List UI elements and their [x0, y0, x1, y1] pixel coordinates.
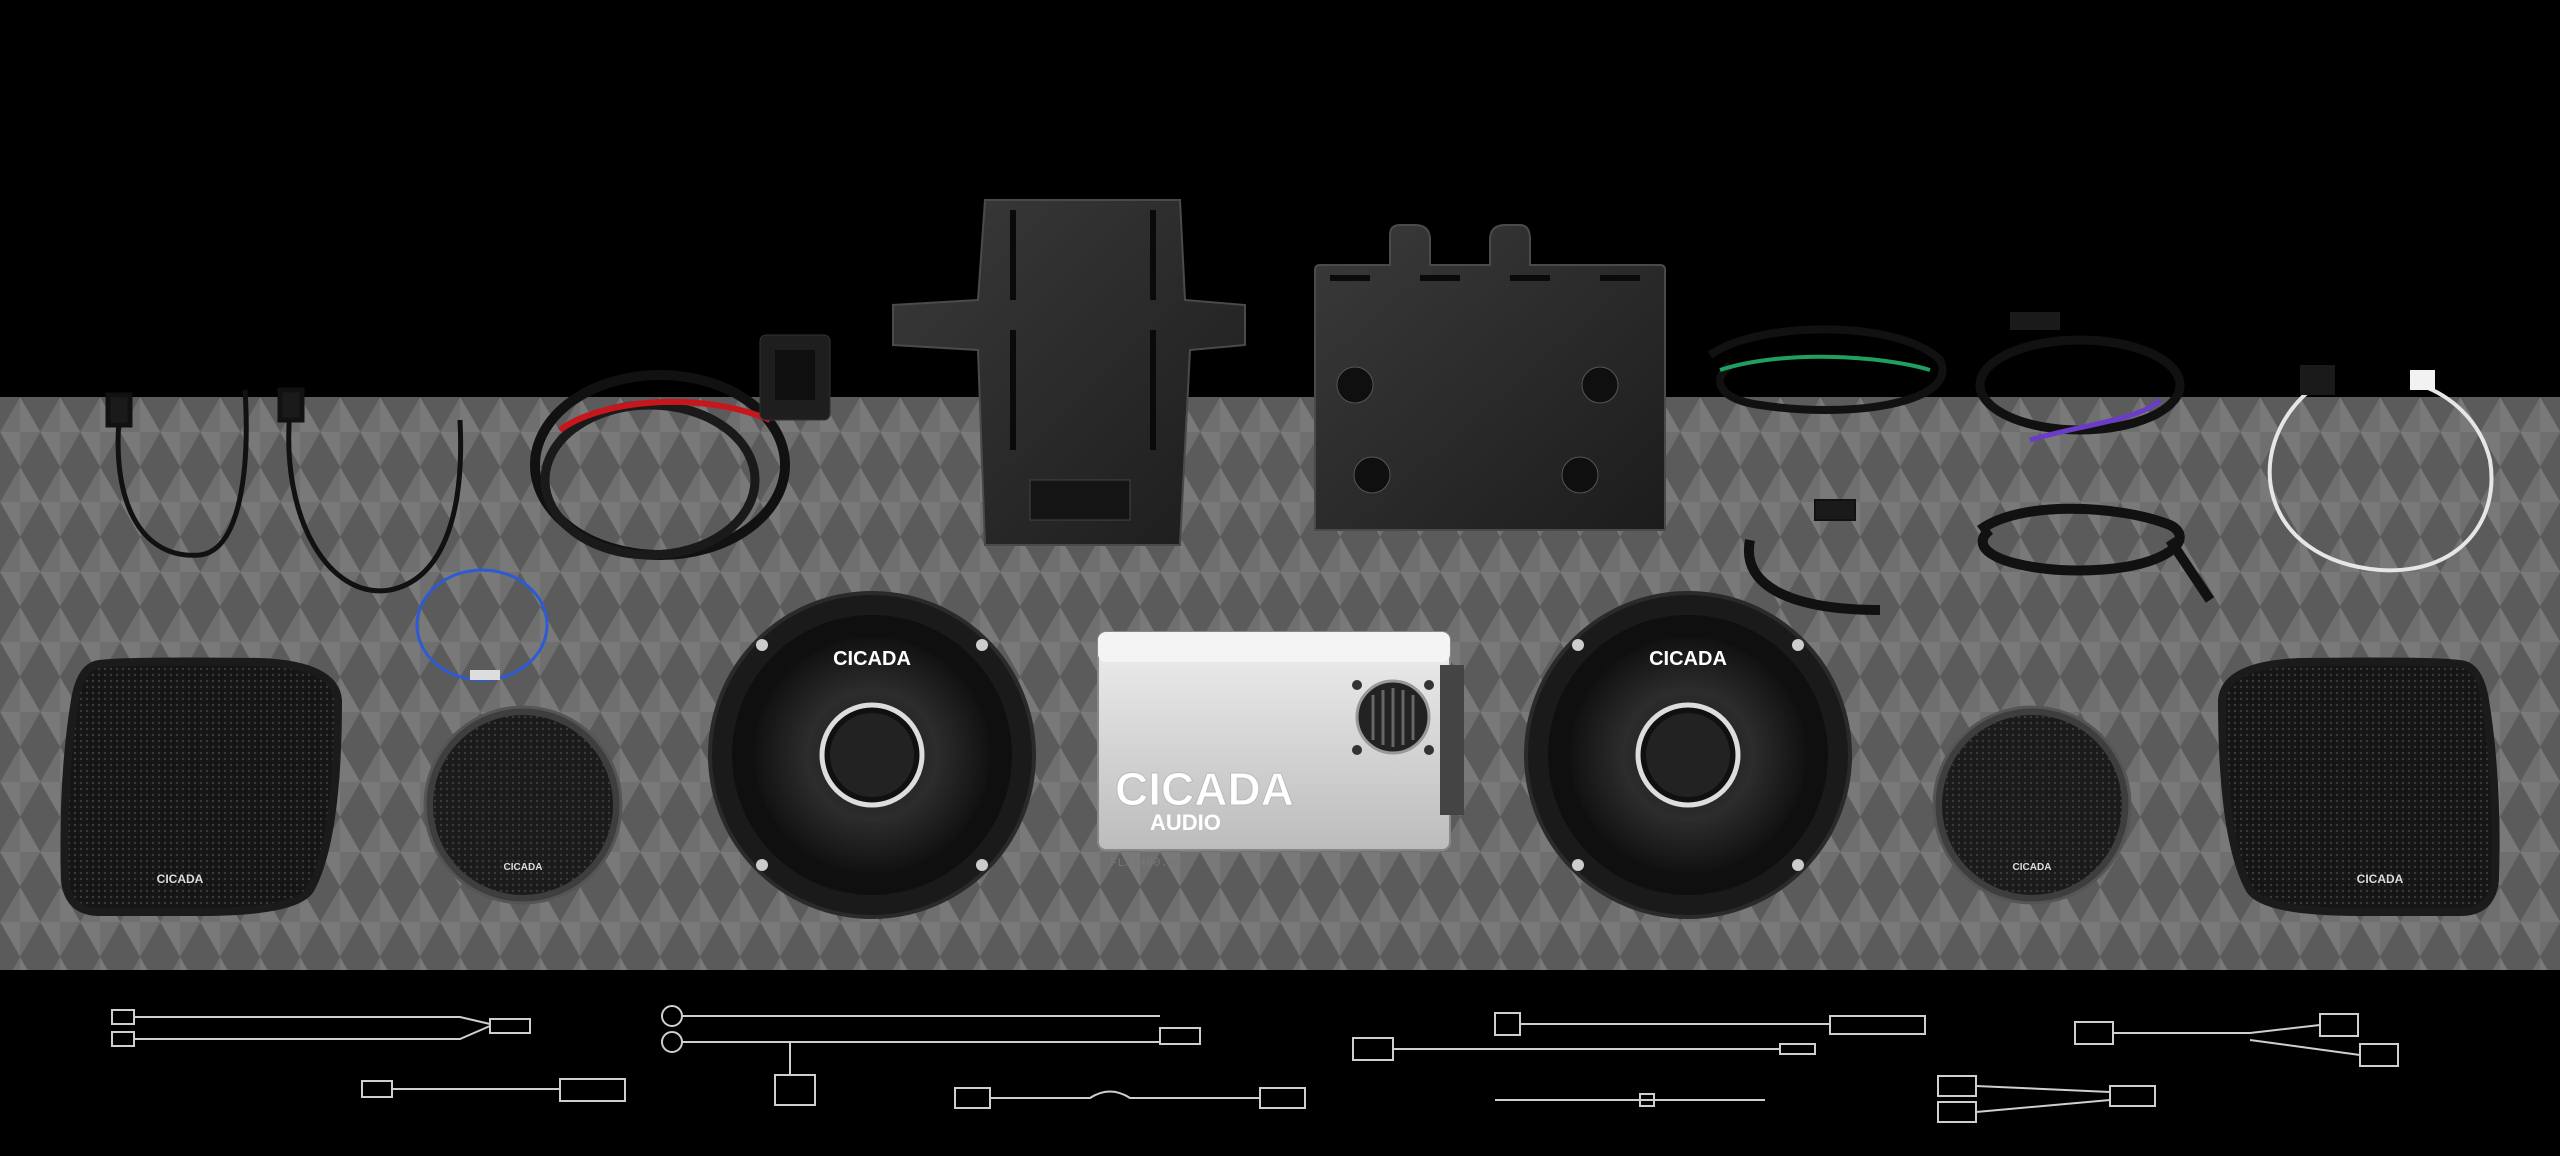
harness-icon — [1743, 499, 2215, 615]
harness-icon — [415, 568, 549, 682]
harness-icon — [530, 334, 831, 560]
brand-logo: CICADA — [2357, 872, 2404, 886]
amplifier-icon: CICADA AUDIO FLX1400.4P — [1097, 631, 1464, 870]
brand-logo: CICADA — [504, 862, 543, 873]
speaker-icon: CICADA — [708, 591, 1036, 919]
grille-icon: CICADA — [60, 657, 343, 916]
grille-icon: CICADA — [2217, 657, 2500, 916]
brand-logo: CICADA — [1649, 648, 1727, 670]
amp-brand: CICADA — [1115, 763, 1294, 815]
speaker-icon: CICADA — [1524, 591, 1852, 919]
wiring-diagram — [111, 1005, 2399, 1123]
harness-icon — [1975, 312, 2185, 443]
bracket-icon — [1314, 224, 1666, 531]
harness-icon — [1707, 325, 1947, 414]
harness-icon — [105, 387, 464, 594]
brand-logo: CICADA — [2013, 862, 2052, 873]
amp-model: FLX1400.4P — [1110, 856, 1182, 870]
brand-logo: CICADA — [833, 648, 911, 670]
amp-sub-brand: AUDIO — [1150, 810, 1221, 835]
brand-logo: CICADA — [157, 872, 204, 886]
bracket-icon — [892, 199, 1246, 546]
harness-icon — [2267, 365, 2494, 573]
grille-icon: CICADA — [423, 705, 623, 905]
grille-icon: CICADA — [1932, 705, 2132, 905]
